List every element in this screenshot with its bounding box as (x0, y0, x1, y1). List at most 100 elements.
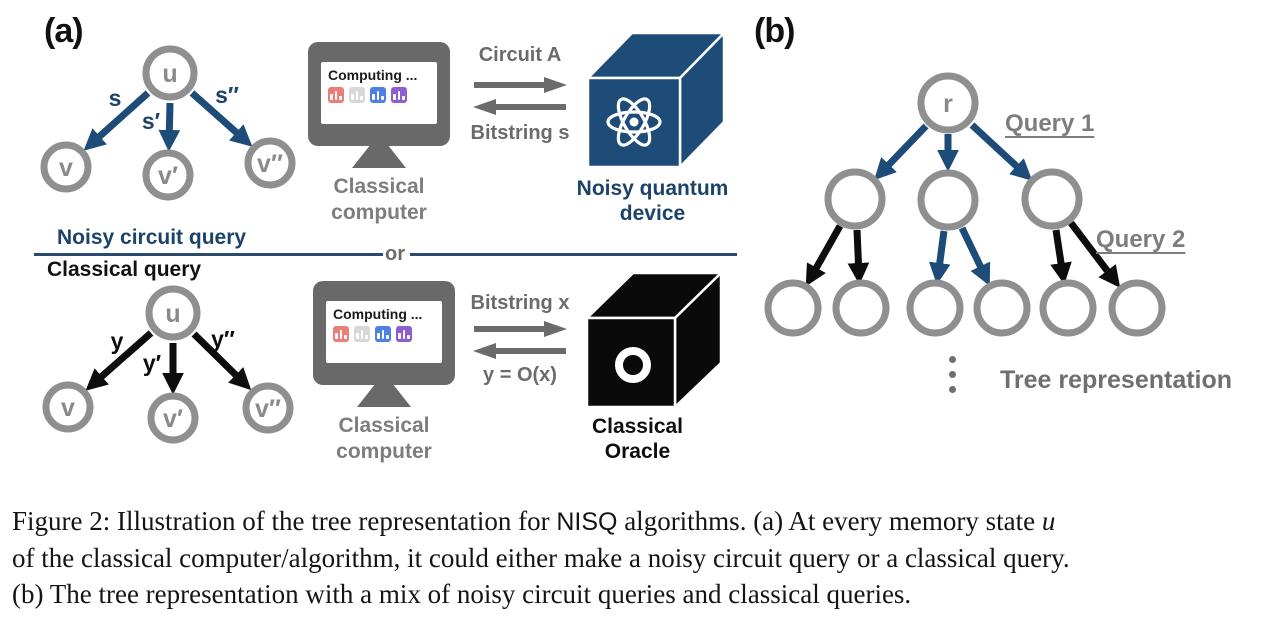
root-label: r (943, 90, 953, 118)
caption-text: algorithms. (a) At every memory state (617, 506, 1042, 536)
tree-node (764, 279, 822, 337)
tree-node (1108, 279, 1166, 337)
tree-node-v (40, 141, 92, 193)
tree-node-v (42, 381, 94, 433)
edge-s-prime (158, 102, 181, 152)
query2-edge (805, 224, 844, 287)
edge-label: y′ (143, 350, 162, 376)
tree-representation: r (764, 72, 1166, 337)
panel-a-label: (a) (44, 12, 84, 50)
bitstring-s-label: Bitstring s (470, 122, 570, 144)
node-label: v′ (158, 162, 178, 190)
classical-query-label: Classical query (47, 258, 202, 281)
bar-chart-icon (333, 326, 349, 342)
edge-label: s″ (215, 82, 239, 108)
tree-node (973, 279, 1031, 337)
tree-node-v-prime (147, 392, 199, 444)
classical-computer-label: Classical computer (331, 175, 427, 224)
query1-edge (873, 123, 929, 181)
query-1-label: Query 1 (1005, 110, 1095, 137)
caption-math-u: u (1041, 506, 1056, 536)
node-label: u (165, 300, 180, 328)
noisy-query-tree: u v v′ v″ s s′ s″ (40, 45, 296, 201)
screen-title: Computing ... (328, 67, 418, 83)
caption-line-2: of the classical computer/algorithm, it … (12, 543, 1070, 573)
query2-edge (1050, 229, 1072, 285)
bitstring-x-label: Bitstring x (470, 292, 570, 314)
bar-chart-icon (396, 326, 412, 342)
tree-node (824, 168, 886, 230)
or-label: or (385, 243, 405, 265)
node-label: v″ (255, 395, 281, 423)
edge-s (83, 90, 151, 151)
noisy-quantum-device-label: Noisy quantum device (576, 177, 729, 225)
tree-node-root (917, 72, 979, 134)
edge-y (85, 330, 154, 391)
tree-node-u (145, 285, 201, 341)
exchange-2: Bitstring x y = O(x) (462, 292, 578, 402)
edge-s-dprime (189, 90, 253, 147)
left-arrow-icon (473, 99, 566, 115)
bar-chart-icon (349, 87, 365, 103)
query1-edge (969, 122, 1033, 181)
bar-chart-icon (354, 326, 370, 342)
node-label: v (61, 394, 75, 422)
tree-node-v-prime (142, 149, 194, 201)
tree-representation-label: Tree representation (1000, 366, 1233, 394)
circuit-a-label: Circuit A (478, 44, 562, 66)
tree-node (906, 279, 964, 337)
node-label: v″ (257, 150, 283, 178)
classical-oracle-label: Classical Oracle (591, 415, 684, 463)
node-label: v′ (163, 405, 183, 433)
edge-label: y (111, 328, 124, 354)
oracle-o-icon (615, 347, 651, 383)
classical-computer-1: Computing ... Classical computer (308, 42, 450, 224)
tree-node (1039, 279, 1097, 337)
bar-chart-icon (370, 87, 386, 103)
vertical-ellipsis-icon (949, 356, 956, 393)
classical-computer-2: Computing ... Classical computer (313, 281, 455, 463)
caption-line-3: (b) The tree representation with a mix o… (12, 579, 912, 609)
right-arrow-icon (474, 77, 567, 93)
bar-chart-icon (328, 87, 344, 103)
tree-node-u (142, 45, 198, 101)
node-label: u (162, 60, 177, 88)
edge-label: s′ (142, 108, 161, 134)
divider-line-right (410, 253, 737, 256)
y-equals-ox-label: y = O(x) (483, 364, 557, 386)
caption-nisq: NISQ (556, 508, 618, 536)
query-2-label: Query 2 (1096, 226, 1186, 253)
panel-b-label: (b) (754, 12, 795, 50)
query2-edge (928, 230, 951, 285)
monitor-screen: Computing ... (326, 301, 442, 363)
chart-icon-row (333, 326, 442, 342)
query2-edge (1068, 220, 1121, 288)
monitor-screen: Computing ... (321, 62, 437, 124)
atom-icon (606, 97, 662, 147)
node-label: v (59, 154, 73, 182)
divider-line-left (34, 253, 383, 256)
tree-node (917, 169, 979, 231)
classical-computer-label: Classical computer (336, 414, 432, 463)
edge-y-dprime (191, 331, 252, 391)
cube-front-face (585, 316, 677, 409)
tree-node (832, 279, 890, 337)
right-arrow-icon (474, 321, 567, 337)
edge-label: s (109, 85, 122, 111)
tree-node-v-dprime (244, 137, 296, 189)
classical-oracle-cube (585, 271, 723, 409)
noisy-circuit-query-label: Noisy circuit query (57, 226, 247, 249)
noisy-quantum-device-cube (586, 31, 726, 169)
screen-title: Computing ... (333, 306, 423, 322)
edge-label: y″ (211, 326, 235, 352)
tree-node-v-dprime (242, 382, 294, 434)
left-arrow-icon (473, 343, 566, 359)
query2-edge (958, 226, 991, 286)
tree-node (1021, 168, 1083, 230)
query2-edge (847, 229, 870, 285)
bar-chart-icon (375, 326, 391, 342)
classical-query-tree: u v v′ v″ y y′ y″ (42, 285, 294, 444)
chart-icon-row (328, 87, 437, 103)
bar-chart-icon (391, 87, 407, 103)
caption-text: Figure 2: Illustration of the tree repre… (12, 506, 557, 536)
